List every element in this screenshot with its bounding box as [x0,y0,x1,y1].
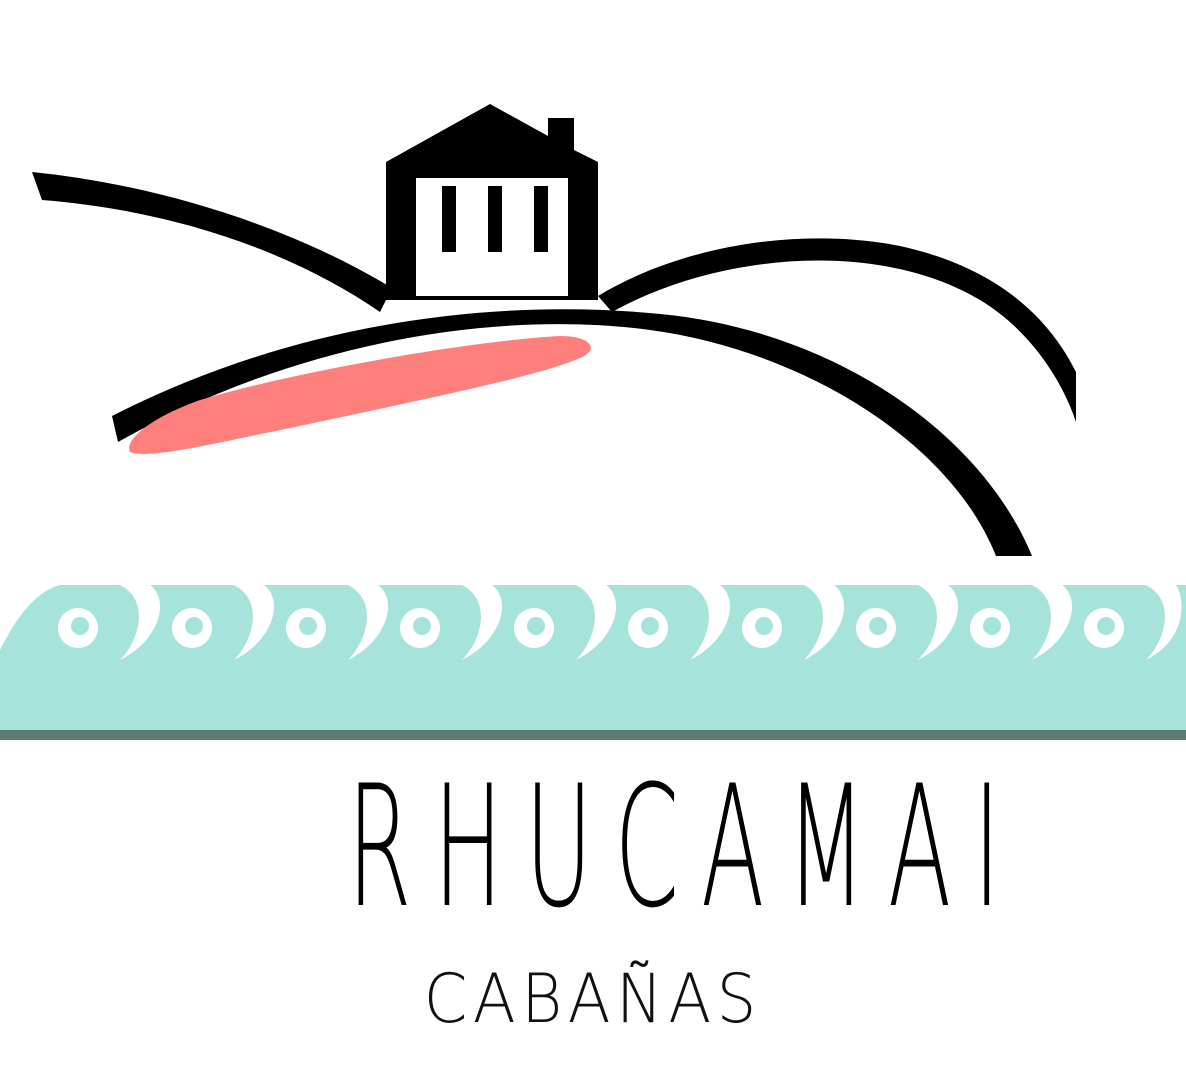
brand-tagline: CABAÑAS [0,955,1186,1045]
waves-icon [0,585,1186,740]
brand-tagline-text: CABAÑAS [423,960,763,1039]
brand-name: RHUCAMAI [0,752,1186,942]
main-hill-icon [112,309,1032,556]
coral-shore-icon [129,336,591,454]
house-icon [386,104,598,300]
right-hill-icon [598,238,1076,422]
logo-graphic [0,104,1186,740]
brand-name-text: RHUCAMAI [347,749,1023,945]
left-hill-icon [32,172,392,312]
